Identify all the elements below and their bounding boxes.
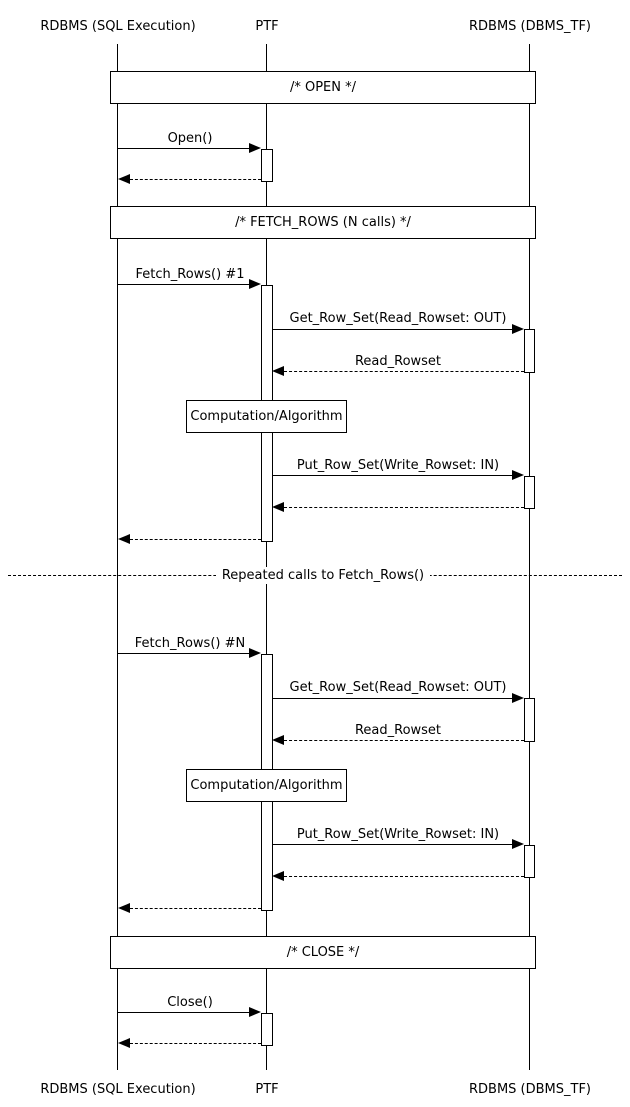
return-arrow-put-row-set-1 — [284, 507, 524, 508]
message-label-fetch-rows-1: Fetch_Rows() #1 — [135, 267, 245, 282]
arrowhead-fetch-rows-n — [249, 648, 261, 658]
arrowhead-fetch-rows-1 — [249, 279, 261, 289]
actor-label-bottom-rdbms-dbms-tf: RDBMS (DBMS_TF) — [468, 1082, 592, 1097]
activation-ptf-open — [261, 149, 273, 182]
arrowhead-close — [249, 1007, 261, 1017]
arrowhead-put-row-set-1 — [512, 470, 524, 480]
arrowhead-read-rowset-1 — [272, 366, 284, 376]
message-arrow-put-row-set-1 — [272, 475, 514, 476]
arrowhead-close-return — [118, 1038, 130, 1048]
message-arrow-fetch-rows-n — [118, 653, 250, 654]
note-computation-n-label: Computation/Algorithm — [190, 778, 343, 793]
message-label-fetch-rows-n: Fetch_Rows() #N — [134, 636, 246, 651]
lifeline-ptf — [266, 44, 267, 1070]
message-label-read-rowset-n: Read_Rowset — [354, 723, 442, 738]
return-arrow-fetch-rows-1 — [130, 539, 261, 540]
message-arrow-open — [118, 148, 250, 149]
frame-fetch-rows-label: /* FETCH_ROWS (N calls) */ — [235, 215, 411, 230]
actor-label-bottom-ptf: PTF — [255, 1082, 279, 1097]
frame-close-label: /* CLOSE */ — [286, 945, 360, 960]
return-arrow-close — [130, 1043, 261, 1044]
arrowhead-open-return — [118, 174, 130, 184]
message-label-put-row-set-1: Put_Row_Set(Write_Rowset: IN) — [296, 458, 500, 473]
arrowhead-fetch-rows-1-return — [118, 534, 130, 544]
arrowhead-put-row-set-1-return — [272, 502, 284, 512]
arrowhead-read-rowset-n — [272, 735, 284, 745]
actor-label-top-ptf: PTF — [255, 19, 279, 34]
message-label-close: Close() — [167, 995, 213, 1010]
message-arrow-get-row-set-n — [272, 698, 514, 699]
frame-open: /* OPEN */ — [110, 71, 536, 104]
activation-dbms-tf-get-n — [524, 698, 535, 742]
message-arrow-fetch-rows-1 — [118, 284, 250, 285]
arrowhead-put-row-set-n — [512, 839, 524, 849]
activation-ptf-close — [261, 1013, 273, 1046]
message-label-open: Open() — [167, 131, 213, 146]
message-label-put-row-set-n: Put_Row_Set(Write_Rowset: IN) — [296, 827, 500, 842]
frame-close: /* CLOSE */ — [110, 936, 536, 969]
arrowhead-get-row-set-n — [512, 693, 524, 703]
message-arrow-close — [118, 1012, 250, 1013]
arrowhead-fetch-rows-n-return — [118, 903, 130, 913]
return-arrow-read-rowset-n — [284, 740, 524, 741]
frame-open-label: /* OPEN */ — [289, 80, 357, 95]
arrowhead-put-row-set-n-return — [272, 871, 284, 881]
message-arrow-put-row-set-n — [272, 844, 514, 845]
note-computation-n: Computation/Algorithm — [186, 769, 347, 802]
note-computation-1: Computation/Algorithm — [186, 400, 347, 433]
note-computation-1-label: Computation/Algorithm — [190, 409, 343, 424]
lifeline-rdbms-dbms-tf — [529, 44, 530, 1070]
message-arrow-get-row-set-1 — [272, 329, 514, 330]
actor-label-bottom-rdbms-sql: RDBMS (SQL Execution) — [40, 1082, 196, 1097]
lifeline-rdbms-sql — [117, 44, 118, 1070]
return-arrow-read-rowset-1 — [284, 371, 524, 372]
message-label-get-row-set-n: Get_Row_Set(Read_Rowset: OUT) — [289, 680, 507, 695]
arrowhead-get-row-set-1 — [512, 324, 524, 334]
frame-fetch-rows: /* FETCH_ROWS (N calls) */ — [110, 206, 536, 239]
actor-label-top-rdbms-sql: RDBMS (SQL Execution) — [40, 19, 196, 34]
activation-dbms-tf-put-1 — [524, 476, 535, 509]
activation-dbms-tf-put-n — [524, 845, 535, 878]
actor-label-top-rdbms-dbms-tf: RDBMS (DBMS_TF) — [468, 19, 592, 34]
message-label-read-rowset-1: Read_Rowset — [354, 354, 442, 369]
divider-label: Repeated calls to Fetch_Rows() — [216, 567, 430, 584]
activation-dbms-tf-get-1 — [524, 329, 535, 373]
arrowhead-open — [249, 143, 261, 153]
return-arrow-put-row-set-n — [284, 876, 524, 877]
message-label-get-row-set-1: Get_Row_Set(Read_Rowset: OUT) — [289, 311, 507, 326]
return-arrow-open — [130, 179, 261, 180]
return-arrow-fetch-rows-n — [130, 908, 261, 909]
